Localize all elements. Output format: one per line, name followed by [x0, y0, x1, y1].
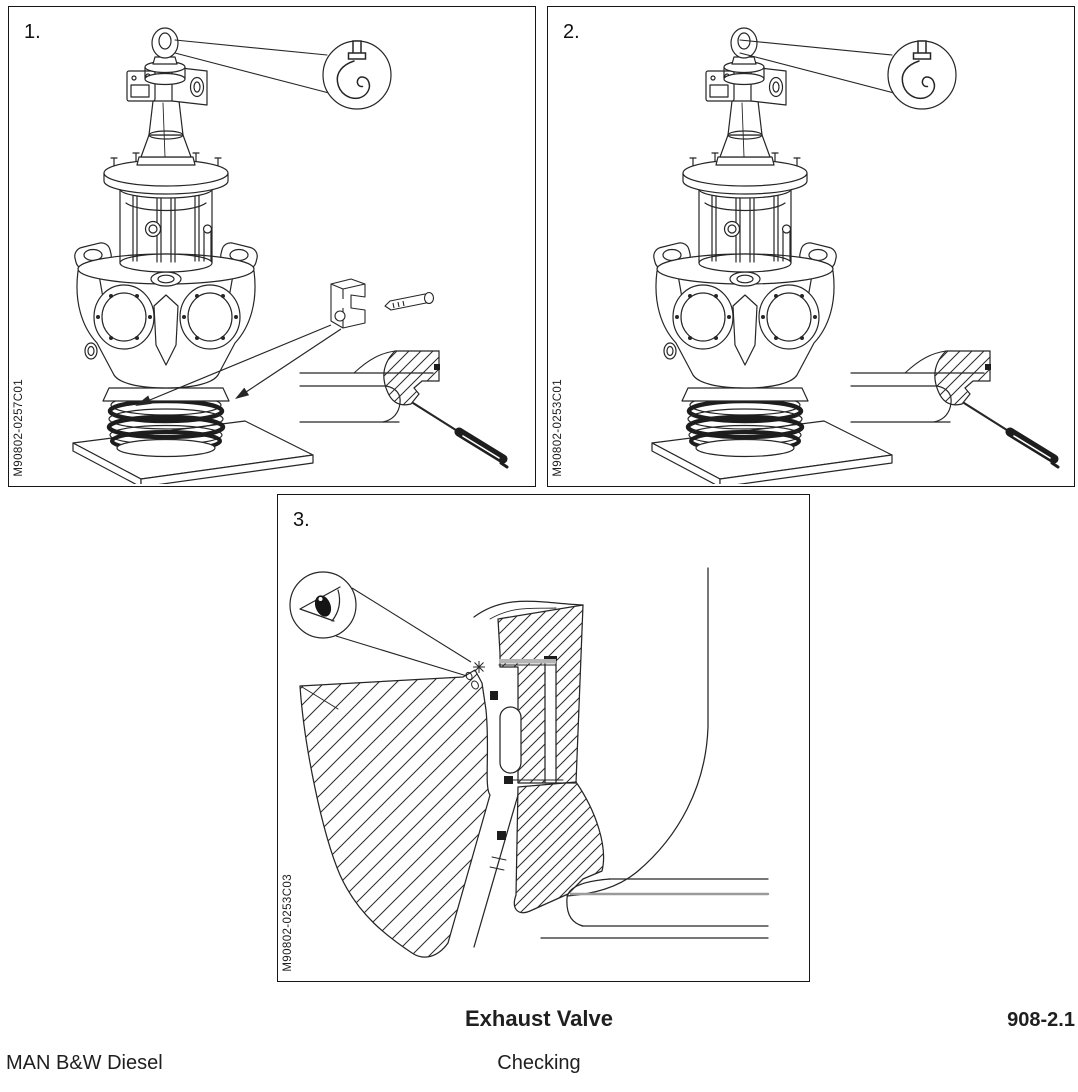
valve-lifting-drawing [9, 7, 533, 484]
page-title: Exhaust Valve [465, 1006, 613, 1031]
exhaust-valve-assembly [652, 28, 892, 484]
figure-number: 2. [563, 21, 580, 43]
pointer-arrows [135, 324, 342, 406]
inspection-eye-icon [289, 571, 357, 639]
seat-inspection-section [289, 567, 770, 958]
valve-lifting-drawing [548, 7, 1072, 484]
section-number: 908-2.1 [1007, 1009, 1075, 1031]
figure-code: M90802-0253C03 [282, 874, 294, 972]
page-subtitle: Checking [497, 1052, 581, 1074]
figure-panel-3: 3. M90802-0253C03 [277, 494, 810, 982]
figure-panel-1: 1. M90802-0257C01 [8, 6, 536, 487]
seat-section-detail [300, 351, 507, 467]
figure-panel-2: 2. M90802-0253C01 [547, 6, 1075, 487]
company-name: MAN B&W Diesel [6, 1052, 163, 1074]
figure-code: M90802-0253C01 [552, 379, 564, 477]
leak-spray-icon [335, 587, 485, 690]
exhaust-valve-assembly [73, 28, 313, 484]
figure-number: 1. [24, 21, 41, 43]
clamp-tool-detail [330, 278, 435, 329]
figure-number: 3. [293, 509, 310, 531]
figure-code: M90802-0257C01 [13, 379, 25, 477]
